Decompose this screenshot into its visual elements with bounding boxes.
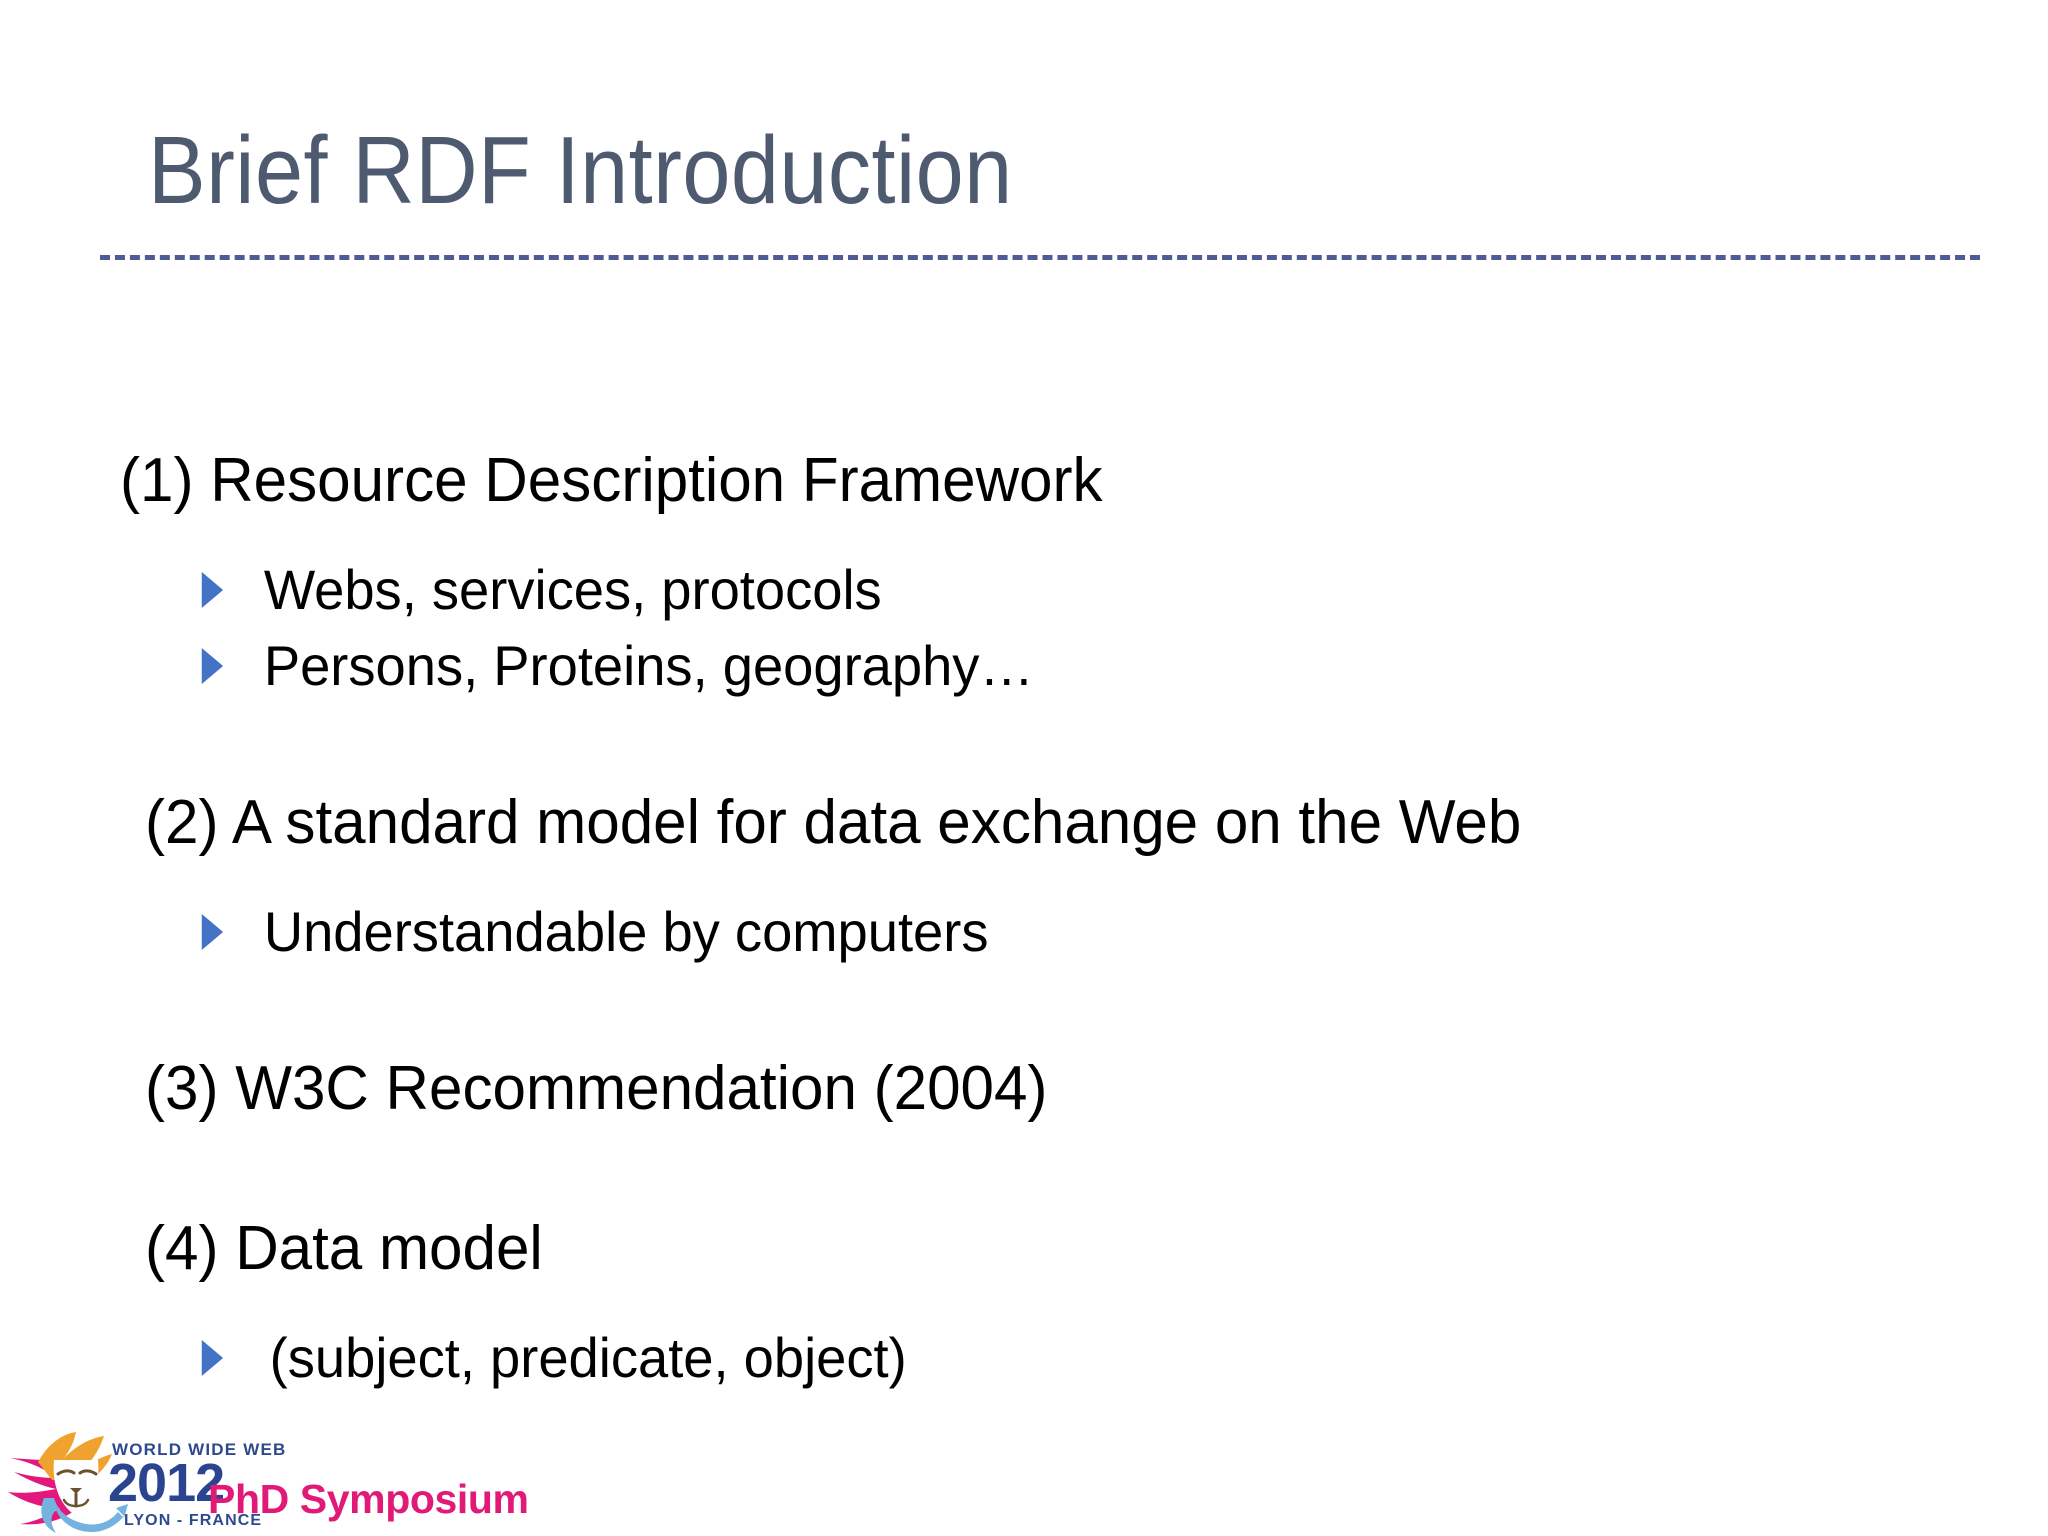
list-item: Webs, services, protocols	[0, 552, 1987, 628]
logo-city: LYON - FRANCE	[124, 1512, 263, 1529]
event-label: PhD Symposium	[208, 1476, 529, 1522]
triangle-bullet-icon	[201, 648, 224, 684]
list-item: (2) A standard model for data exchange o…	[145, 788, 1522, 857]
spacer	[0, 1290, 2048, 1320]
spacer	[0, 522, 2048, 552]
logo-tagline: WORLD WIDE WEB	[112, 1440, 287, 1459]
www2012-lion-logo-icon	[8, 1432, 128, 1533]
spacer	[0, 1130, 2048, 1208]
slide-footer: WORLD WIDE WEB 2012 LYON - FRANCE PhD Sy…	[0, 1430, 700, 1536]
spacer	[0, 864, 2048, 894]
triangle-bullet-icon	[201, 572, 224, 608]
triangle-bullet-icon	[201, 1340, 224, 1376]
list-item: (subject, predicate, object)	[0, 1320, 1987, 1396]
list-item-label: (subject, predicate, object)	[269, 1326, 907, 1389]
list-item-label: Persons, Proteins, geography…	[263, 634, 1034, 697]
triangle-bullet-icon	[201, 914, 224, 950]
spacer	[0, 970, 2048, 1048]
slide-title-area: Brief RDF Introduction	[100, 112, 1980, 262]
logo-year: 2012	[108, 1453, 225, 1513]
list-item: Understandable by computers	[0, 894, 1987, 970]
www2012-wordmark: WORLD WIDE WEB 2012 LYON - FRANCE	[108, 1440, 285, 1529]
slide-body: (1) Resource Description Framework Webs,…	[0, 440, 2048, 1389]
spacer	[0, 704, 2048, 782]
list-item: (4) Data model	[145, 1214, 543, 1283]
list-item: (1) Resource Description Framework	[120, 446, 1103, 515]
list-item: (3) W3C Recommendation (2004)	[145, 1054, 1048, 1123]
list-item-label: Webs, services, protocols	[263, 558, 882, 621]
list-item-label: Understandable by computers	[263, 900, 989, 963]
list-item: Persons, Proteins, geography…	[0, 628, 1987, 704]
title-divider	[100, 255, 1980, 260]
page-title: Brief RDF Introduction	[148, 117, 1013, 224]
